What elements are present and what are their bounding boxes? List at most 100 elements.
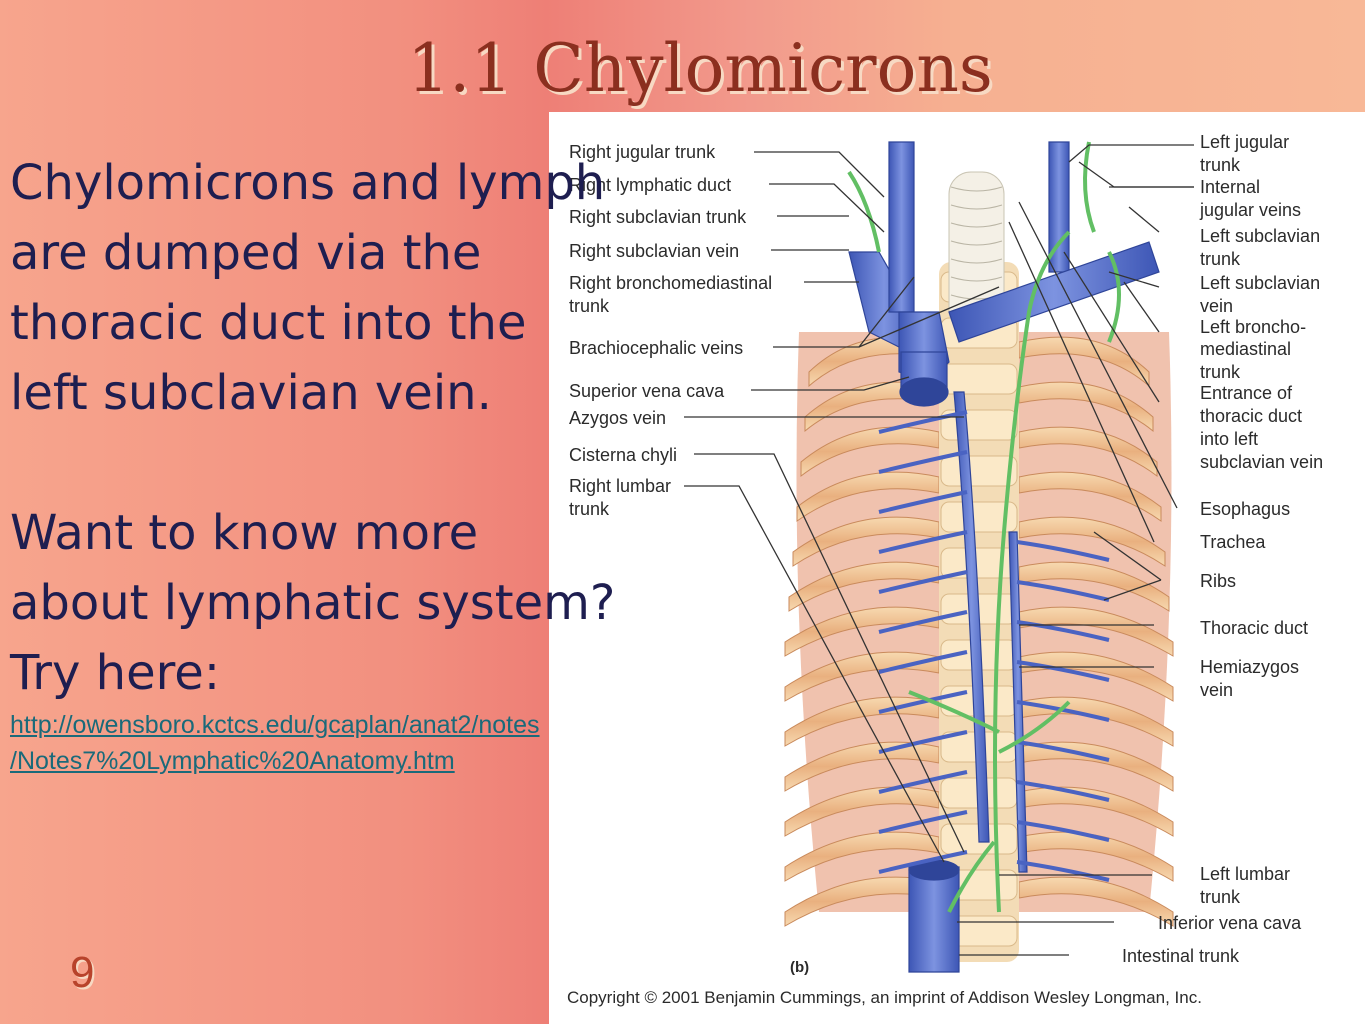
rib: [1018, 786, 1174, 837]
label-mediastinal: mediastinal: [1200, 339, 1291, 359]
label-ribs: Ribs: [1200, 571, 1236, 591]
trachea-ring: [950, 204, 1003, 210]
rib: [1018, 561, 1170, 612]
rib: [784, 786, 940, 837]
rib: [796, 471, 940, 522]
rib: [1018, 381, 1154, 433]
label-left-lumbar-trunk: trunk: [1200, 887, 1241, 907]
vertebra: [940, 363, 1018, 395]
panel-label: (b): [790, 959, 809, 976]
label-brachiocephalic-veins: Brachiocephalic veins: [569, 338, 743, 358]
rib: [1018, 876, 1174, 927]
label-cisterna-chyli: Cisterna chyli: [569, 445, 677, 465]
label-right-jugular-trunk: Right jugular trunk: [569, 142, 716, 162]
intercostal-vein: [1016, 740, 1110, 762]
label-right-subclavian-vein: Right subclavian vein: [569, 241, 739, 261]
rib: [788, 561, 940, 612]
label-mediastinal-trunk: trunk: [1200, 362, 1241, 382]
slide-number: 9: [70, 948, 95, 997]
intercostal-vein: [1016, 540, 1110, 562]
intercostal-vein: [878, 770, 968, 794]
label-inferior-vena-cava: Inferior vena cava: [1158, 913, 1302, 933]
rib: [792, 516, 940, 567]
intercostal-vein: [1016, 780, 1110, 802]
link-line: /Notes7%20Lymphatic%20Anatomy.htm: [10, 747, 455, 775]
bottom-labels: Inferior vena cava Intestinal trunk (b) …: [567, 913, 1302, 1007]
body-line: Chylomicrons and lymph: [10, 155, 606, 211]
vertebra: [940, 455, 1018, 487]
body-line: are dumped via the: [10, 225, 482, 281]
label-trachea: Trachea: [1200, 532, 1266, 552]
trachea-ring: [950, 276, 1003, 282]
more-line: Want to know more: [10, 505, 479, 561]
anatomy-illustration: Right jugular trunk Right lymphatic duct…: [567, 132, 1323, 1007]
more-line: about lymphatic system?: [10, 575, 616, 631]
intercostal-vein: [878, 410, 968, 434]
link-line: http://owensboro.kctcs.edu/gcaplan/anat2…: [10, 711, 540, 739]
label-thoracic-duct: Thoracic duct: [1200, 618, 1308, 638]
label-left-subclavian-vein-1: Left subclavian: [1200, 273, 1320, 293]
intercostal-vein: [878, 530, 968, 554]
rib: [800, 426, 940, 478]
intercostal-vein: [878, 850, 968, 874]
body-text: Chylomicrons and lymph are dumped via th…: [10, 148, 770, 708]
left-labels: Right jugular trunk Right lymphatic duct…: [569, 142, 772, 519]
intercostal-vein: [1016, 580, 1110, 602]
rib: [784, 876, 940, 927]
label-into-left: into left: [1200, 429, 1258, 449]
label-intestinal-trunk: Intestinal trunk: [1122, 946, 1240, 966]
trachea-ring: [950, 258, 1003, 264]
label-internal: Internal: [1200, 177, 1260, 197]
intercostal-vein: [878, 570, 968, 594]
body-line: thoracic duct into the: [10, 295, 527, 351]
intercostal-vein: [878, 610, 968, 634]
label-right-lymphatic-duct: Right lymphatic duct: [569, 175, 731, 195]
trachea-ring: [950, 222, 1003, 228]
lymphatic-vessels: [847, 141, 1121, 913]
slide-title: 1.1 Chylomicrons: [407, 30, 993, 107]
rib: [1018, 426, 1158, 478]
rib: [1018, 741, 1174, 792]
intercostal-vein: [1016, 660, 1110, 682]
label-right-bronchomediastinal-trunk: trunk: [569, 296, 610, 316]
trachea-ring: [950, 186, 1003, 192]
label-right-bronchomediastinal: Right bronchomediastinal: [569, 273, 772, 293]
label-left-subclavian-trunk-2: trunk: [1200, 249, 1241, 269]
label-esophagus: Esophagus: [1200, 499, 1290, 519]
lymphatic-anatomy-figure: Right jugular trunk Right lymphatic duct…: [549, 112, 1365, 1024]
label-left-broncho: Left broncho-: [1200, 317, 1306, 337]
leader-lines: [684, 144, 1194, 956]
label-thoracic-duct-line: thoracic duct: [1200, 406, 1302, 426]
intercostal-vein: [1016, 820, 1110, 842]
label-right-lumbar-trunk: trunk: [569, 499, 610, 519]
trachea-ring: [950, 240, 1003, 246]
body-line: left subclavian vein.: [10, 365, 492, 421]
intercostal-vein: [1016, 860, 1110, 882]
copyright-text: Copyright © 2001 Benjamin Cummings, an i…: [567, 988, 1202, 1007]
intercostal-vein: [878, 650, 968, 674]
label-jugular-veins: jugular veins: [1199, 200, 1301, 220]
right-labels: Left jugular trunk Internal jugular vein…: [1199, 132, 1323, 907]
rib: [1018, 516, 1166, 567]
label-hemiazygos-vein: vein: [1200, 680, 1233, 700]
intercostal-vein: [878, 490, 968, 514]
rib: [784, 741, 940, 792]
label-subclavian-vein: subclavian vein: [1200, 452, 1323, 472]
label-right-lumbar: Right lumbar: [569, 476, 671, 496]
label-hemiazygos: Hemiazygos: [1200, 657, 1299, 677]
label-left-subclavian-vein-2: vein: [1200, 296, 1233, 316]
veins: [848, 141, 1160, 973]
vertebra: [940, 501, 1018, 533]
label-right-subclavian-trunk: Right subclavian trunk: [569, 207, 747, 227]
label-left-lumbar: Left lumbar: [1200, 864, 1290, 884]
label-left-jugular-trunk: trunk: [1200, 155, 1241, 175]
more-line: Try here:: [10, 645, 220, 701]
rib: [1018, 336, 1150, 388]
label-left-jugular: Left jugular: [1200, 132, 1289, 152]
label-left-subclavian-trunk-1: Left subclavian: [1200, 226, 1320, 246]
intercostal-vein: [878, 730, 968, 754]
lymphatic-anatomy-link[interactable]: http://owensboro.kctcs.edu/gcaplan/anat2…: [10, 707, 540, 779]
intercostal-vein: [878, 810, 968, 834]
rib: [1018, 471, 1162, 522]
